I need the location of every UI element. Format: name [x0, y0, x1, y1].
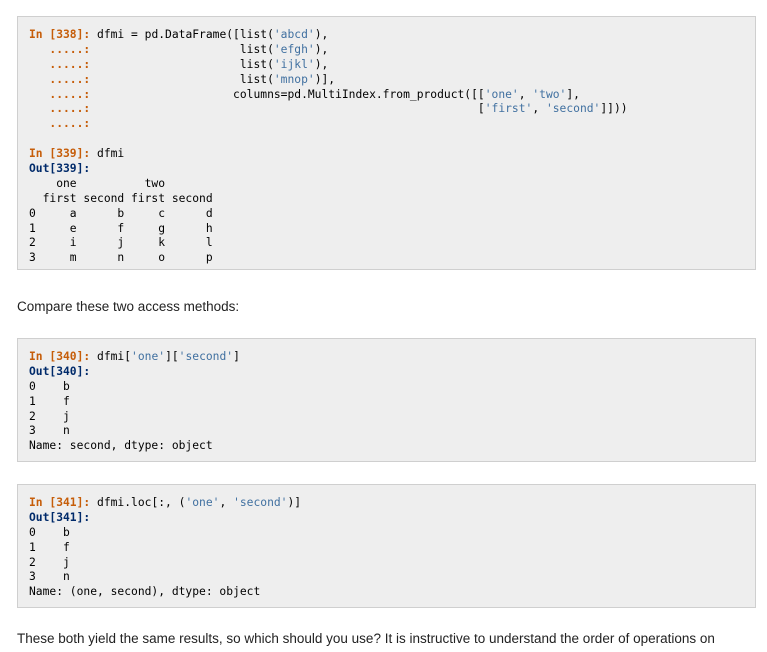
- input-code: dfmi['one']['second']: [97, 350, 240, 363]
- input-prompt: In [338]:: [29, 28, 91, 41]
- code-line: In [341]: dfmi.loc[:, ('one', 'second')]: [29, 496, 301, 511]
- string-literal: 'one': [185, 496, 220, 509]
- continuation-prompt: .....:: [29, 42, 91, 56]
- paragraph-compare: Compare these two access methods:: [17, 299, 240, 314]
- continuation-prompt: .....:: [29, 57, 91, 71]
- string-literal: 'one': [484, 87, 519, 101]
- code-line: In [338]: dfmi = pd.DataFrame([list('abc…: [29, 28, 628, 43]
- output-line: 0 b: [29, 525, 70, 539]
- code-line: In [340]: dfmi['one']['second']: [29, 350, 240, 365]
- output-line: 3 n: [29, 570, 70, 584]
- string-literal: 'mnop': [273, 72, 315, 86]
- continuation-prompt: .....:: [29, 102, 91, 116]
- code-line: .....: columns=pd.MultiIndex.from_produc…: [29, 88, 628, 103]
- code-line: .....: list('efgh'),: [29, 43, 628, 58]
- string-literal: 'abcd': [273, 28, 315, 41]
- input-code: ['first', 'second']])): [97, 102, 628, 116]
- input-prompt: In [339]:: [29, 147, 91, 161]
- input-code: list('mnop')],: [97, 72, 336, 86]
- input-code: list('ijkl'),: [97, 57, 329, 71]
- input-prompt: In [341]:: [29, 496, 91, 509]
- code-line: .....: list('ijkl'),: [29, 58, 628, 73]
- output-line: one two: [29, 176, 166, 190]
- code-line: .....: list('mnop')],: [29, 73, 628, 88]
- continuation-prompt: .....:: [29, 117, 91, 131]
- string-literal: 'second': [233, 496, 288, 509]
- code-line: .....:: [29, 117, 628, 132]
- string-literal: 'one': [131, 350, 166, 363]
- code-block-338: In [338]: dfmi = pd.DataFrame([list('abc…: [17, 16, 756, 270]
- code-line: Out[341]:: [29, 511, 301, 526]
- continuation-prompt: .....:: [29, 72, 91, 86]
- code-block-341: In [341]: dfmi.loc[:, ('one', 'second')]…: [17, 484, 756, 608]
- code-line: .....: ['first', 'second']])): [29, 102, 628, 117]
- output-line: 2 j: [29, 409, 70, 423]
- output-line: 0 b: [29, 379, 70, 393]
- output-prompt: Out[341]:: [29, 510, 91, 524]
- output-line: 2 i j k l: [29, 236, 213, 250]
- output-line: Name: second, dtype: object: [29, 439, 213, 453]
- code-block-340: In [340]: dfmi['one']['second']Out[340]:…: [17, 338, 756, 462]
- continuation-prompt: .....:: [29, 87, 91, 101]
- output-line: 1 f: [29, 394, 70, 408]
- output-line: 3 n: [29, 424, 70, 438]
- output-line: Name: (one, second), dtype: object: [29, 585, 261, 599]
- string-literal: 'efgh': [273, 42, 315, 56]
- input-code: dfmi.loc[:, ('one', 'second')]: [97, 496, 302, 509]
- output-line: 1 f: [29, 540, 70, 554]
- paragraph-explanation: These both yield the same results, so wh…: [17, 631, 715, 646]
- string-literal: 'two': [532, 87, 567, 101]
- input-code: columns=pd.MultiIndex.from_product([['on…: [97, 87, 580, 101]
- code-line: In [339]: dfmi: [29, 147, 628, 162]
- input-code: dfmi = pd.DataFrame([list('abcd'),: [97, 28, 329, 41]
- input-code: list('efgh'),: [97, 42, 329, 56]
- output-line: 0 a b c d: [29, 206, 213, 220]
- output-line: 1 e f g h: [29, 221, 213, 235]
- code-line: Out[339]:: [29, 162, 628, 177]
- string-literal: 'second': [545, 102, 601, 116]
- blank-line: [29, 132, 628, 147]
- code-line: Out[340]:: [29, 365, 240, 380]
- output-line: first second first second: [29, 191, 213, 205]
- output-line: 3 m n o p: [29, 251, 213, 265]
- output-prompt: Out[339]:: [29, 162, 91, 176]
- string-literal: 'second': [178, 350, 234, 363]
- output-line: 2 j: [29, 555, 70, 569]
- output-prompt: Out[340]:: [29, 364, 91, 378]
- string-literal: 'first': [484, 102, 533, 116]
- string-literal: 'ijkl': [273, 57, 315, 71]
- input-code: dfmi: [97, 147, 125, 161]
- input-prompt: In [340]:: [29, 350, 91, 363]
